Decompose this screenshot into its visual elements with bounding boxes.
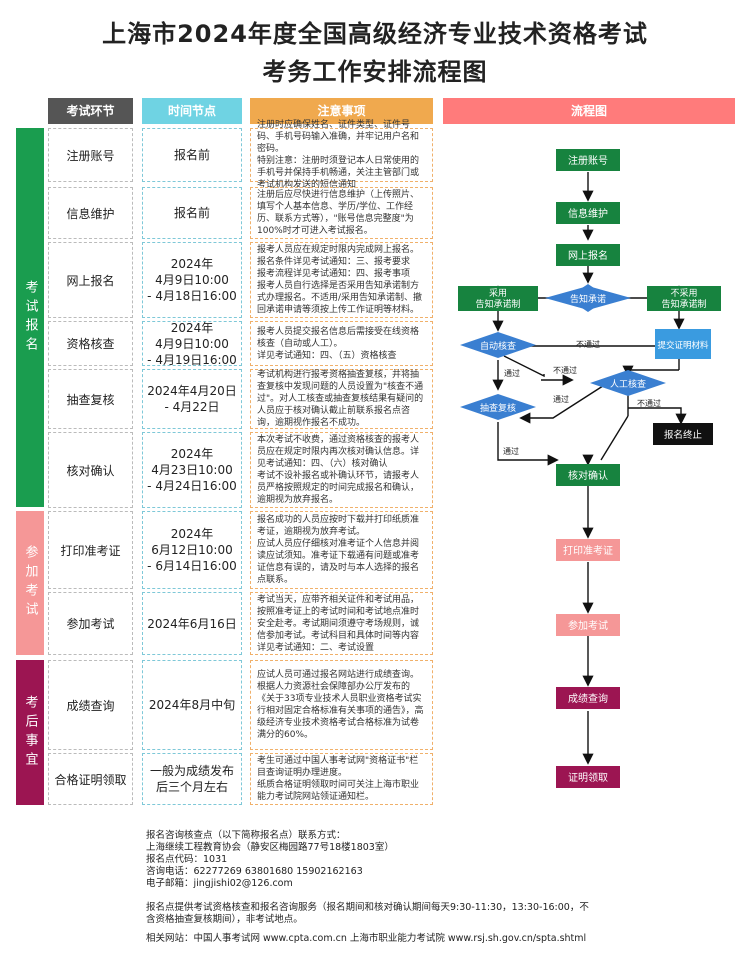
header-time: 时间节点 xyxy=(142,98,242,124)
phase-after-exam: 考后事宜 xyxy=(16,660,44,805)
flow-submit-box: 提交证明材料 xyxy=(655,329,711,359)
note-cell-10: 考生可通过中国人事考试网"资格证书"栏目查询证明办理进度。 纸质合格证明领取时间… xyxy=(250,753,433,805)
flow-notadopt-label-1: 不采用 xyxy=(670,288,697,299)
flow-manual-diamond: 人工核查 xyxy=(590,370,666,396)
flow-spot-diamond: 抽查复核 xyxy=(460,394,536,420)
flow-adopt-label-1: 采用 xyxy=(489,288,507,299)
flow-info-label: 信息维护 xyxy=(568,207,608,220)
flow-score-box: 成绩查询 xyxy=(556,687,620,709)
note-cell-3: 报考人员应在规定时限内完成网上报名。 报名条件详见考试通知：三、报考要求 报考流… xyxy=(250,242,433,318)
flow-label-pass-auto: 通过 xyxy=(504,368,520,378)
flow-auto-diamond: 自动核查 xyxy=(460,332,536,358)
header-flow: 流程图 xyxy=(443,98,735,124)
step-cell-3: 网上报名 xyxy=(48,242,133,318)
step-cell-8: 参加考试 xyxy=(48,592,133,655)
time-cell-2: 报名前 xyxy=(142,187,242,239)
flow-confirm-label: 核对确认 xyxy=(568,469,608,482)
note-cell-7: 报名成功的人员应按时下载并打印纸质准考证，逾期视为放弃考试。 应试人员应仔细核对… xyxy=(250,511,433,589)
flow-cert-box: 证明领取 xyxy=(556,766,620,788)
flow-adopt-box: 采用告知承诺制 xyxy=(458,286,538,311)
note-cell-1: 注册时应确保姓名、证件类型、证件号码、手机号码输入准确，并牢记用户名和密码。 特… xyxy=(250,120,433,190)
phase-registration: 考试报名 xyxy=(16,128,44,507)
page-title-line1: 上海市2024年度全国高级经济专业技术资格考试 xyxy=(102,20,648,48)
flow-print-label: 打印准考证 xyxy=(563,544,613,557)
flow-info-box: 信息维护 xyxy=(556,202,620,224)
flow-score-label: 成绩查询 xyxy=(568,692,608,705)
flow-apply-label: 网上报名 xyxy=(568,249,608,262)
flow-submit-label: 提交证明材料 xyxy=(657,340,709,351)
flow-label-fail-manual: 不通过 xyxy=(637,398,661,408)
flow-print-box: 打印准考证 xyxy=(556,539,620,561)
note-cell-4: 报考人员提交报名信息后需接受在线资格核查（自动或人工）。 详见考试通知：四、（五… xyxy=(250,321,433,366)
note-cell-9: 应试人员可通过报名网站进行成绩查询。根据人力资源社会保障部办公厅发布的《关于33… xyxy=(250,660,433,750)
note-cell-2: 注册后应尽快进行信息维护（上传照片、填写个人基本信息、学历/学位、工作经历、联系… xyxy=(250,187,433,239)
step-cell-4: 资格核查 xyxy=(48,321,133,366)
flow-promise-label: 告知承诺 xyxy=(570,293,606,305)
flow-stop-box: 报名终止 xyxy=(653,423,713,445)
note-cell-8: 考试当天，应带齐相关证件和考试用品，按照准考证上的考试时间和考试地点准时安全赴考… xyxy=(250,592,433,655)
flow-label-fail-auto: 不通过 xyxy=(576,339,600,349)
footer-service-note: 报名点提供考试资格核查和报名咨询服务（报名期间和核对确认期间每天9:30-11:… xyxy=(146,902,589,925)
flow-label-fail-spot: 不通过 xyxy=(553,365,577,375)
time-cell-4: 2024年 4月9日10:00 - 4月19日16:00 xyxy=(142,321,242,367)
flow-label-pass-manual: 通过 xyxy=(553,394,569,404)
header-note: 注意事项 xyxy=(250,98,433,124)
note-cell-6: 本次考试不收费，通过资格核查的报考人员应在规定时限内再次核对确认信息。详见考试通… xyxy=(250,432,433,508)
step-cell-9: 成绩查询 xyxy=(48,660,133,750)
flow-label-pass-spot: 通过 xyxy=(503,446,519,456)
step-cell-7: 打印准考证 xyxy=(48,511,133,589)
step-cell-10: 合格证明领取 xyxy=(48,753,133,805)
flow-adopt-label-2: 告知承诺制 xyxy=(475,298,520,310)
time-cell-9: 2024年8月中旬 xyxy=(142,660,242,750)
footer-websites: 相关网站：中国人事考试网 www.cpta.com.cn 上海市职业能力考试院 … xyxy=(146,933,587,944)
step-cell-6: 核对确认 xyxy=(48,432,133,508)
flow-exam-box: 参加考试 xyxy=(556,614,620,636)
flow-confirm-box: 核对确认 xyxy=(556,464,620,486)
page-title-line2: 考务工作安排流程图 xyxy=(262,58,488,86)
step-cell-1: 注册账号 xyxy=(48,128,133,182)
footer-contact: 报名咨询核查点（以下简称报名点）联系方式： 上海继续工程教育协会（静安区梅园路7… xyxy=(146,830,394,889)
time-cell-3: 2024年 4月9日10:00 - 4月18日16:00 xyxy=(142,242,242,318)
time-cell-5: 2024年4月20日 - 4月22日 xyxy=(142,369,242,429)
time-cell-6: 2024年 4月23日10:00 - 4月24日16:00 xyxy=(142,432,242,508)
flow-cert-label: 证明领取 xyxy=(568,771,608,784)
time-cell-1: 报名前 xyxy=(142,128,242,182)
flow-stop-label: 报名终止 xyxy=(664,429,703,441)
flow-apply-box: 网上报名 xyxy=(556,244,620,266)
time-cell-8: 2024年6月16日 xyxy=(142,592,242,655)
flow-exam-label: 参加考试 xyxy=(568,619,608,632)
flow-register-label: 注册账号 xyxy=(568,154,608,167)
flow-spot-label: 抽查复核 xyxy=(480,402,516,414)
time-cell-7: 2024年 6月12日10:00 - 6月14日16:00 xyxy=(142,511,242,589)
flow-register-box: 注册账号 xyxy=(556,149,620,171)
time-cell-10: 一般为成绩发布 后三个月左右 xyxy=(142,753,242,805)
phase-exam: 参加考试 xyxy=(16,511,44,655)
flow-manual-label: 人工核查 xyxy=(610,378,646,390)
flow-promise-diamond: 告知承诺 xyxy=(545,284,631,312)
step-cell-2: 信息维护 xyxy=(48,187,133,239)
flow-auto-label: 自动核查 xyxy=(480,340,516,352)
flow-notadopt-label-2: 告知承诺制 xyxy=(661,298,706,310)
note-cell-5: 考试机构进行报考资格抽查复核，并将抽查复核中发现问题的人员设置为"核查不通过"。… xyxy=(250,369,433,429)
header-step: 考试环节 xyxy=(48,98,133,124)
step-cell-5: 抽查复核 xyxy=(48,369,133,429)
